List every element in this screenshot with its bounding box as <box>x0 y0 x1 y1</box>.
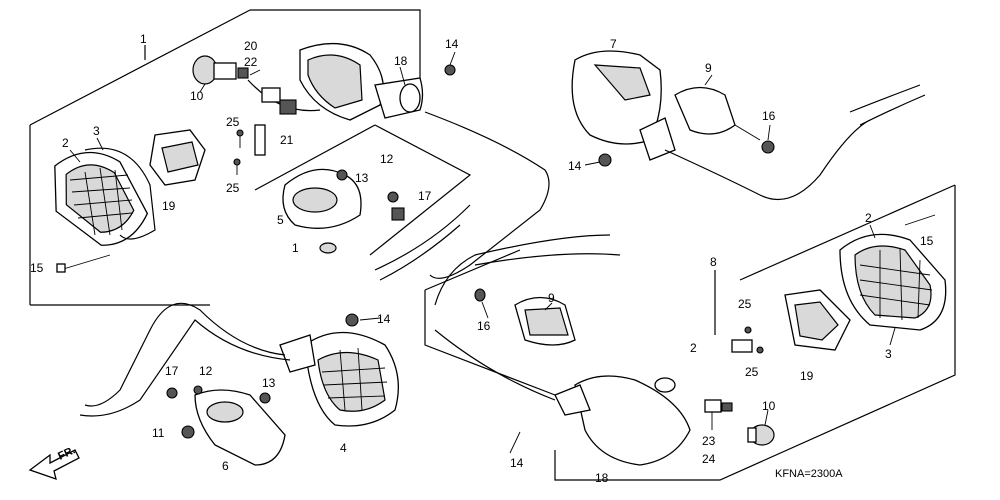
callout-8: 8 <box>710 255 717 269</box>
reflector-upper <box>149 129 206 186</box>
callout-12-low: 12 <box>199 364 213 378</box>
callout-21: 21 <box>280 133 294 147</box>
callout-20: 20 <box>244 39 258 53</box>
lens-housing-left <box>54 147 156 273</box>
callout-10-right: 10 <box>762 399 776 413</box>
callout-14-bottom: 14 <box>510 456 524 470</box>
callout-15-left: 15 <box>30 261 44 275</box>
callout-2-small: 2 <box>690 341 697 355</box>
callout-4: 4 <box>340 441 347 455</box>
callout-25-right-2: 25 <box>745 365 759 379</box>
callout-13-low: 13 <box>262 376 276 390</box>
callout-22: 22 <box>244 55 258 69</box>
callout-12-top: 12 <box>380 152 394 166</box>
callout-9-top: 9 <box>705 61 712 75</box>
winker-body-top <box>299 42 550 279</box>
callout-1-small: 1 <box>292 241 299 255</box>
callout-7: 7 <box>610 37 617 51</box>
callout-5: 5 <box>277 213 284 227</box>
callout-3-right: 3 <box>885 347 892 361</box>
callout-1-top: 1 <box>140 32 147 46</box>
callout-25-b: 25 <box>226 181 240 195</box>
front-direction-arrow: FR. <box>28 444 80 481</box>
callout-25-right: 25 <box>738 297 752 311</box>
winker-lower-left <box>79 302 399 466</box>
lens-housing-right <box>784 214 947 351</box>
callout-10-left: 10 <box>190 89 204 103</box>
callout-18-top: 18 <box>394 54 408 68</box>
callout-23: 23 <box>702 434 716 448</box>
callout-17-top: 17 <box>418 189 432 203</box>
callout-6: 6 <box>222 459 229 473</box>
callout-24: 24 <box>702 452 716 466</box>
winker-upper-right <box>571 50 926 201</box>
leader-lines <box>69 51 896 454</box>
callout-16-top: 16 <box>762 109 776 123</box>
callout-labels: 1 2 3 10 15 19 20 22 25 25 21 18 14 12 1… <box>30 32 934 485</box>
stay-upper <box>282 168 471 281</box>
callout-14-lower: 14 <box>377 312 391 326</box>
winker-middle-right <box>434 234 775 466</box>
callout-2-right: 2 <box>865 211 872 225</box>
callout-18-bottom: 18 <box>595 471 609 485</box>
frame-group-12 <box>254 124 472 256</box>
callout-19-right: 19 <box>800 369 814 383</box>
callout-19-left: 19 <box>162 199 176 213</box>
callout-16-mid: 16 <box>477 319 491 333</box>
callout-25-a: 25 <box>226 115 240 129</box>
callout-13-top: 13 <box>355 171 369 185</box>
callout-3-left: 3 <box>93 124 100 138</box>
frame-group-8 <box>424 184 956 481</box>
callout-11: 11 <box>152 426 165 440</box>
frame-group-1 <box>29 9 421 306</box>
screws-upper <box>233 124 266 175</box>
bulb-socket-upper <box>192 55 321 115</box>
callout-14-top: 14 <box>445 37 459 51</box>
callout-2-left: 2 <box>62 136 69 150</box>
callout-14-mid: 14 <box>568 159 582 173</box>
callout-9-mid: 9 <box>548 291 555 305</box>
diagram-code: KFNA=2300A <box>775 468 843 480</box>
callout-15-right: 15 <box>920 234 934 248</box>
callout-17-low: 17 <box>165 364 179 378</box>
